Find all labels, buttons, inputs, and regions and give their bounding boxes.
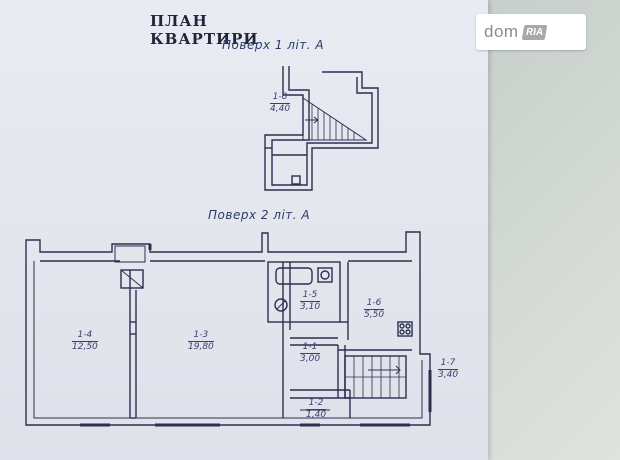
room-1-3-id: 1-3 <box>193 330 209 340</box>
room-1-6-label: 1-6 5,50 <box>364 298 385 321</box>
room-1-8-id: 1-8 <box>272 92 288 102</box>
room-1-7-area: 3,40 <box>438 369 459 380</box>
dom-ria-watermark: dom RIA <box>476 14 586 50</box>
document-title: ПЛАН КВАРТИРИ <box>150 12 259 48</box>
room-1-4-area: 12,50 <box>72 341 98 352</box>
toilet <box>274 298 288 312</box>
room-1-4-label: 1-4 12,50 <box>72 330 98 353</box>
room-1-6-id: 1-6 <box>366 298 382 308</box>
staircase-steps <box>345 356 406 398</box>
room-1-5-area: 3,10 <box>300 301 321 312</box>
room-1-5-label: 1-5 3,10 <box>300 290 321 313</box>
room-1-6-area: 5,50 <box>364 309 385 320</box>
washbasin <box>317 267 333 283</box>
room-1-7-id: 1-7 <box>440 358 456 368</box>
room-1-2-area: 1,40 <box>306 409 327 420</box>
room-1-5-id: 1-5 <box>302 290 318 300</box>
chimney-block <box>120 269 144 289</box>
room-1-7-label: 1-7 3,40 <box>438 358 459 381</box>
room-1-1-label: 1-1 3,00 <box>300 342 321 365</box>
stair-hatching <box>311 104 355 140</box>
watermark-brand: dom <box>484 22 519 41</box>
floor-2-plan <box>25 231 432 427</box>
floor-2-label: Поверх 2 літ. А <box>208 208 311 222</box>
stove <box>397 321 413 337</box>
room-1-1-id: 1-1 <box>302 342 318 352</box>
room-1-2-id: 1-2 <box>308 398 324 408</box>
floor-plan-sheet: ПЛАН КВАРТИРИ Поверх 1 літ. А Поверх 2 л… <box>0 0 488 460</box>
floor-1-plan <box>264 66 379 191</box>
window-marks <box>80 244 432 427</box>
room-1-8-area: 4,40 <box>270 103 291 114</box>
room-1-2-label: 1-2 1,40 <box>306 398 327 421</box>
floor-plan-drawing <box>25 66 432 427</box>
watermark-badge: RIA <box>521 24 548 40</box>
room-1-3-label: 1-3 19,80 <box>188 330 214 353</box>
floor-1-label: Поверх 1 літ. А <box>222 38 325 52</box>
room-1-3-area: 19,80 <box>188 341 214 352</box>
room-1-1-area: 3,00 <box>300 353 321 364</box>
bathtub <box>275 267 313 285</box>
room-1-4-id: 1-4 <box>77 330 93 340</box>
room-1-8-label: 1-8 4,40 <box>270 92 291 115</box>
